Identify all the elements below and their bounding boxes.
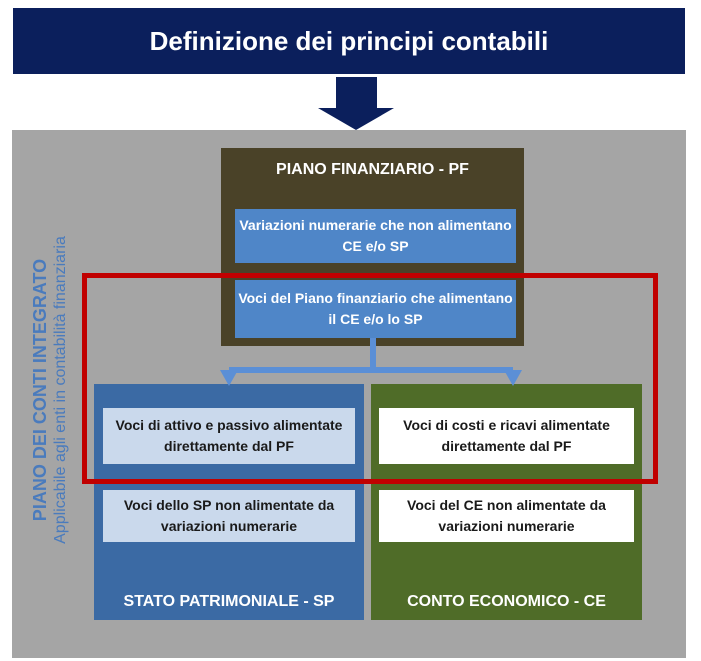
title-banner: Definizione dei principi contabili — [13, 8, 685, 74]
conto-economico-title: CONTO ECONOMICO - CE — [407, 593, 606, 610]
sp-non-numerary-box: Voci dello SP non alimentate da variazio… — [103, 490, 355, 542]
pf-non-feeding-box: Variazioni numerarie che non alimentano … — [235, 209, 516, 263]
sp-direct-box: Voci di attivo e passivo alimentate dire… — [103, 408, 355, 464]
vertical-label: PIANO DEI CONTI INTEGRATO Applicabile ag… — [20, 178, 80, 603]
vertical-label-title: PIANO DEI CONTI INTEGRATO — [30, 258, 50, 522]
ce-direct-box: Voci di costi e ricavi alimentate dirett… — [379, 408, 634, 464]
piano-finanziario-title: PIANO FINANZIARIO - PF — [276, 161, 469, 178]
vertical-label-subtitle: Applicabile agli enti in contabilità fin… — [52, 236, 69, 544]
stato-patrimoniale-title: STATO PATRIMONIALE - SP — [123, 593, 335, 610]
page-title: Definizione dei principi contabili — [149, 25, 549, 56]
pf-feeding-box: Voci del Piano finanziario che alimentan… — [235, 280, 516, 338]
highlight-frame — [82, 273, 658, 484]
ce-non-numerary-box: Voci del CE non alimentate da variazioni… — [379, 490, 634, 542]
